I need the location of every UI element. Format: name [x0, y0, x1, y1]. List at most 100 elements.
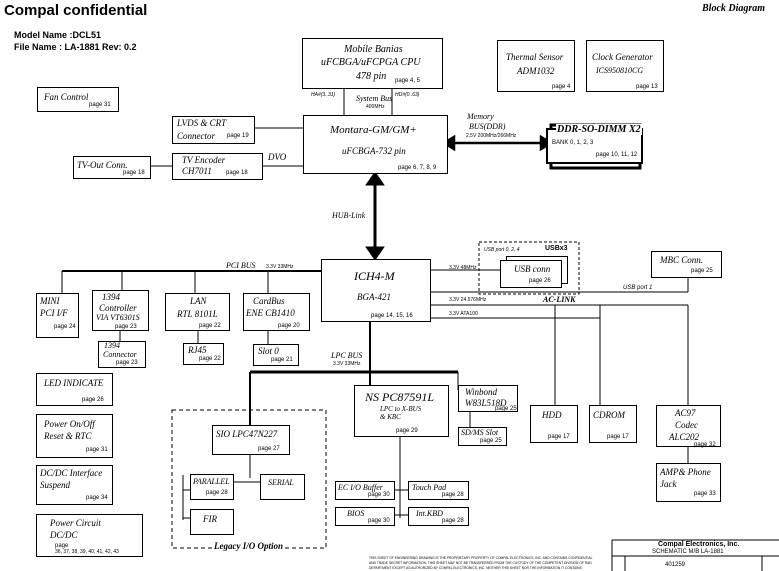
cpu-block — [302, 38, 443, 89]
conn1394-label-1: 1394 — [104, 341, 120, 350]
rj45-block — [183, 343, 224, 365]
company-name: Compal Electronics, Inc. — [658, 541, 740, 548]
clock-label-1: Clock Generator — [592, 52, 653, 62]
mbc-conn-block — [651, 251, 722, 278]
legacy-io-label: Legacy I/O Option — [212, 541, 285, 551]
c1394-label-1: 1394 — [102, 292, 120, 302]
cardbus-block — [243, 293, 310, 331]
cdrom-label: CDROM — [593, 410, 625, 420]
power-onoff-block — [36, 414, 113, 458]
led-page: page 26 — [82, 397, 104, 403]
dcdc-label-2: Suspend — [40, 480, 70, 490]
fan-page: page 31 — [89, 102, 111, 108]
fir-label: FIR — [203, 514, 217, 524]
dcdc-interface-block — [36, 465, 113, 505]
clock-label-2: ICS950810CG — [596, 66, 644, 75]
tvenc-label-1: TV Encoder — [182, 155, 226, 165]
sio-label: SIO LPC47N227 — [216, 429, 278, 439]
lvds-label-2: Connector — [177, 131, 215, 141]
clock-generator-block — [586, 40, 664, 92]
bios-block — [335, 507, 395, 526]
fan-label: Fan Control — [44, 92, 89, 102]
memory-bus-label-1: Memory — [467, 112, 494, 121]
nspc-page: page 29 — [396, 428, 418, 434]
lpc-bus-freq: 3.3V 33MHz — [333, 361, 361, 367]
pci-bus-freq: 3.3V 33MHz — [266, 264, 294, 270]
hd-bus-label: HD#(0..63) — [395, 92, 420, 98]
parallel-block — [190, 474, 234, 500]
sio-lpc47n227-block — [212, 425, 290, 455]
hub-link-label: HUB-Link — [332, 211, 366, 220]
cdrom-page: page 17 — [607, 434, 629, 440]
doc-number: 401259 — [665, 562, 686, 568]
usb-ports-label: USB port 0, 2, 4 — [484, 247, 520, 253]
ec-io-buffer-block — [335, 481, 395, 500]
tvenc-page: page 18 — [226, 170, 248, 176]
ha-bus-label: HA#(3..31) — [311, 92, 336, 98]
lvds-page: page 19 — [227, 133, 249, 139]
file-name: File Name : LA-1881 Rev: 0.2 — [14, 42, 137, 52]
sdms-page: page 25 — [480, 438, 502, 444]
power-label-2: Reset & RTC — [44, 431, 92, 441]
ich4m-block — [321, 259, 431, 322]
memory-bus-label-2: BUS(DDR) — [469, 122, 506, 131]
ddr-label: DDR-SO-DIMM X2 — [556, 124, 642, 135]
thermal-label-2: ADM1032 — [517, 66, 555, 76]
thermal-sensor-block — [497, 40, 575, 92]
ich-label-1: ICH4-M — [354, 269, 395, 283]
cpu-label-2: uFCBGA/uFCPGA CPU — [321, 57, 421, 68]
tvenc-label-2: CH7011 — [182, 166, 212, 176]
mini-pci-block — [36, 293, 79, 338]
lvds-crt-block — [172, 116, 255, 144]
ns-pc87591l-block — [354, 385, 449, 437]
tvout-page: page 18 — [123, 170, 145, 176]
gmch-page: page 6, 7, 8, 9 — [398, 165, 437, 171]
winbond-label-2: W83L518D — [465, 398, 507, 408]
sdms-slot-block — [458, 427, 507, 446]
touchpad-label: Touch Pad — [412, 483, 447, 492]
nspc-label-3: & KBC — [380, 413, 401, 421]
dcdc-page: page 34 — [86, 495, 108, 501]
mini-page: page 24 — [54, 324, 76, 330]
gmch-label-1: Montara-GM/GM+ — [330, 124, 417, 136]
c1394-label-3: VIA VT6301S — [96, 313, 140, 322]
ecio-label: EC I/O Buffer — [338, 483, 383, 492]
sdms-label: SD/MS Slot — [461, 428, 499, 437]
c1394-label-2: Controller — [99, 303, 137, 313]
usb-page: page 26 — [529, 278, 551, 284]
conn1394-label-2: Connector — [103, 350, 137, 359]
block-diagram-label: Block Diagram — [702, 3, 766, 14]
tv-out-conn-block — [73, 156, 151, 179]
mbc-page: page 25 — [691, 268, 713, 274]
page-title: Compal confidential — [4, 2, 148, 19]
slot0-block — [253, 344, 299, 366]
model-name: Model Name :DCL51 — [14, 30, 102, 40]
power-circuit-block — [36, 514, 143, 557]
winbond-page: page 25 — [495, 406, 517, 412]
hdd-block — [530, 405, 578, 443]
fir-block — [190, 509, 234, 535]
tvout-label: TV-Out Conn. — [77, 160, 128, 170]
serial-label: SERIAL — [268, 478, 294, 487]
usb-conn-block — [500, 260, 562, 288]
led-indicate-block — [36, 373, 113, 406]
usb-port1-label: USB port 1 — [623, 285, 653, 291]
fan-control-block — [37, 87, 119, 112]
ac97-label-1: AC97 — [675, 408, 696, 418]
lan-block — [165, 293, 230, 331]
usb-conn-label: USB conn — [514, 264, 551, 274]
notice-line-3: DEPARTMENT EXCEPT AS AUTHORIZED BY COMPA… — [369, 566, 582, 570]
dvo-label: DVO — [268, 152, 287, 162]
notice-line-2: AND TRADE SECRET INFORMATION. THIS SHEET… — [369, 561, 592, 565]
bios-page: page 30 — [368, 518, 390, 524]
mini-label-2: PCI I/F — [40, 308, 68, 318]
mbc-label: MBC Conn. — [660, 255, 704, 265]
amp-label-2: Jack — [660, 479, 677, 489]
hdd-label: HDD — [542, 410, 562, 420]
int-kbd-block — [408, 507, 469, 526]
ich-page: page 14, 15, 16 — [371, 313, 413, 319]
pci-bus-label: PCI BUS — [226, 261, 256, 270]
intkbd-label: Int.KBD — [416, 509, 443, 518]
doc-title: SCHEMATIC M/B LA-1881 — [652, 549, 724, 555]
